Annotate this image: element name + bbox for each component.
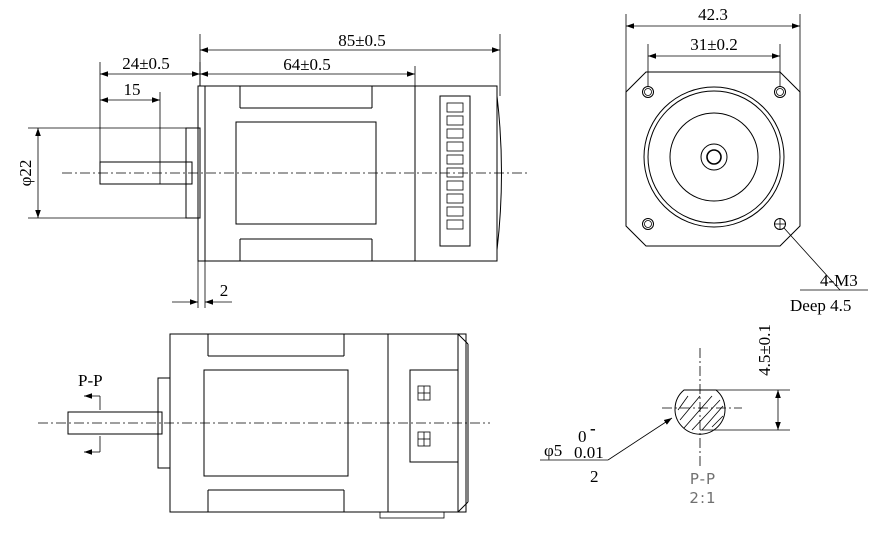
upper-tolerance-dash: - bbox=[590, 419, 596, 438]
hole-leader bbox=[783, 227, 841, 291]
section-detail: 4.5±0.1 φ5 0 - 0.01 2 P-P 2:1 bbox=[540, 324, 790, 507]
connector-pins bbox=[446, 102, 464, 230]
front-view-pilot-outer bbox=[643, 86, 785, 228]
side-view-pilot bbox=[185, 127, 201, 219]
pilot-diameter-label: φ22 bbox=[16, 160, 35, 187]
shaft-length-label: 24±0.5 bbox=[122, 54, 170, 73]
extra-label: 2 bbox=[590, 467, 599, 486]
bottom-view-shaft bbox=[67, 411, 163, 435]
flange-width-label: 42.3 bbox=[698, 5, 728, 24]
diameter-leader bbox=[607, 417, 673, 461]
bottom-view: P-P bbox=[38, 333, 490, 519]
lower-tolerance-label: 0.01 bbox=[574, 443, 604, 462]
body-length-label: 64±0.5 bbox=[283, 55, 331, 74]
flat-depth-label: 4.5±0.1 bbox=[755, 324, 774, 376]
front-view-shaft bbox=[700, 143, 728, 171]
hole-spec-label: 4-M3 bbox=[820, 271, 858, 290]
upper-tolerance-label: 0 bbox=[578, 427, 587, 446]
shaft-section-hatch bbox=[677, 395, 724, 431]
hole-depth-label: Deep 4.5 bbox=[790, 296, 851, 315]
front-view-flange bbox=[625, 71, 801, 247]
section-title: P-P bbox=[690, 470, 716, 488]
side-view-end-cap bbox=[496, 95, 502, 251]
bottom-view-connector bbox=[409, 369, 459, 463]
flange-thickness-label: 2 bbox=[220, 281, 229, 300]
side-view-body-window bbox=[235, 121, 377, 225]
side-view-driver bbox=[414, 85, 498, 262]
shaft-section-outline bbox=[674, 389, 726, 435]
front-view-bearing bbox=[669, 112, 759, 202]
front-view: 42.3 31±0.2 4-M3 Deep 4.5 bbox=[625, 5, 868, 315]
flat-length-label: 15 bbox=[124, 80, 141, 99]
side-view-flange bbox=[197, 85, 206, 262]
mounting-holes bbox=[642, 86, 786, 230]
section-marker-label: P-P bbox=[78, 371, 103, 390]
shaft-diameter-label: φ5 bbox=[544, 441, 562, 460]
bottom-view-body-window bbox=[203, 369, 349, 477]
side-view-connector bbox=[439, 95, 471, 247]
side-view-shaft bbox=[99, 161, 193, 185]
section-scale: 2:1 bbox=[689, 489, 716, 507]
overall-length-label: 85±0.5 bbox=[338, 31, 386, 50]
hole-spacing-label: 31±0.2 bbox=[690, 35, 738, 54]
side-view: 85±0.5 64±0.5 24±0.5 15 φ22 2 bbox=[16, 31, 530, 308]
